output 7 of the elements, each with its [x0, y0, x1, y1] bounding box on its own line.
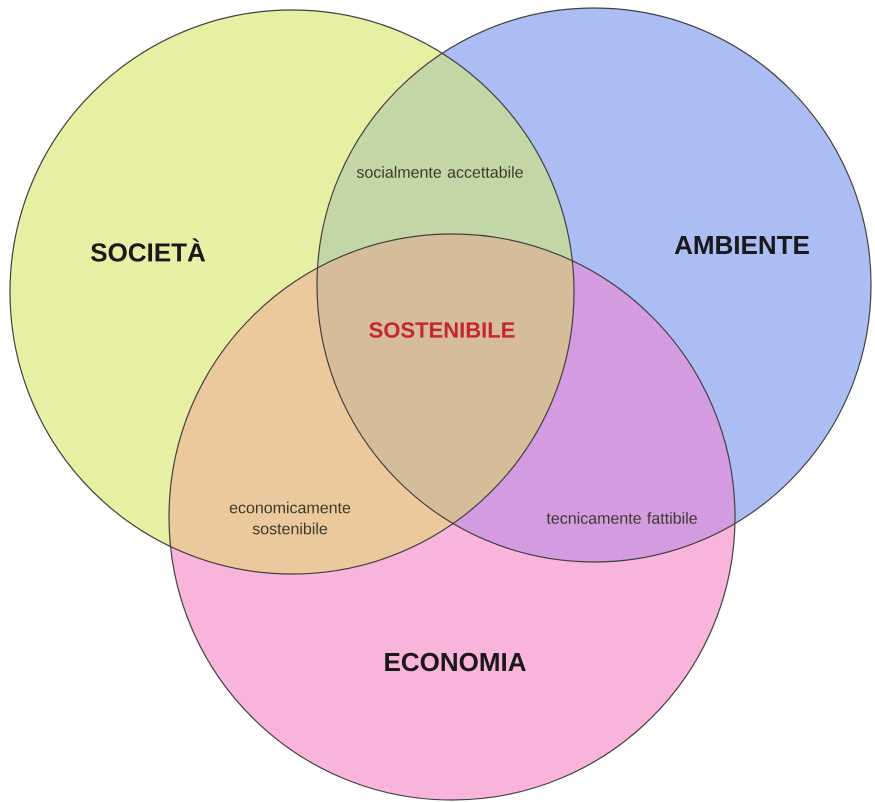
overlap-label: economicamente sostenibile [230, 502, 350, 534]
circle-label: SOCIETÀ [90, 238, 206, 262]
circle-label: AMBIENTE [674, 236, 809, 254]
circle-label: ECONOMIA [385, 652, 526, 672]
center-label: SOSTENIBILE [369, 322, 514, 338]
overlap-label: tecnicamente fattibile [546, 512, 697, 524]
overlap-label: socialmente accettabile [356, 166, 523, 178]
